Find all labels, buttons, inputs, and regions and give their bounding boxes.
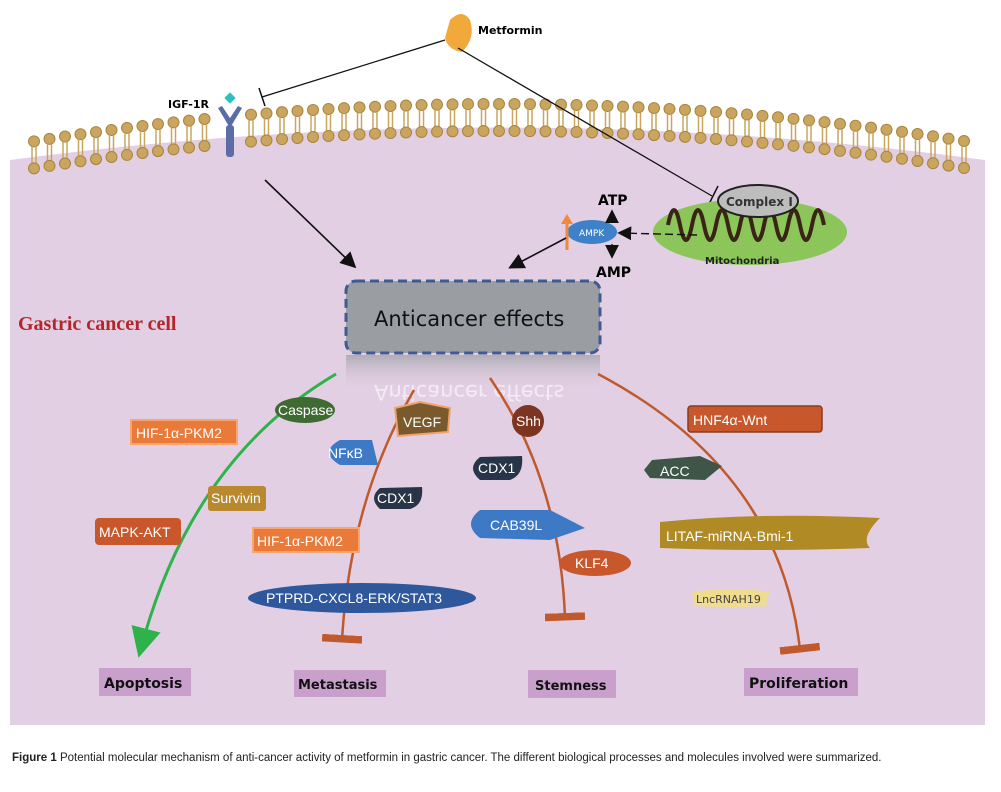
hif-pkm2-apoptosis-node xyxy=(130,419,238,445)
acc-node xyxy=(644,456,722,480)
nfkb-label: NFκB xyxy=(328,445,363,461)
hif-pkm2-metastasis-label: HIF-1α-PKM2 xyxy=(257,533,343,549)
igf1r-label: IGF-1R xyxy=(168,98,210,111)
mitochondria-label: Mitochondria xyxy=(705,256,779,267)
cell-body xyxy=(10,127,985,725)
hnf4a-wnt-node xyxy=(687,405,823,433)
shh-label: Shh xyxy=(516,413,541,429)
outcome-apoptosis: Apoptosis xyxy=(99,668,191,696)
svg-text:Proliferation: Proliferation xyxy=(749,676,848,692)
caption-text: Potential molecular mechanism of anti-ca… xyxy=(59,752,882,764)
cab39l-label: CAB39L xyxy=(490,517,542,533)
amp-label: AMP xyxy=(596,265,631,281)
cell-label: Gastric cancer cell xyxy=(18,313,177,335)
cab39l-node xyxy=(471,510,585,540)
anticancer-effects-box xyxy=(344,279,602,355)
caspase-label: Caspase xyxy=(278,402,333,418)
outcome-metastasis: Metastasis xyxy=(294,670,386,697)
metformin-icon xyxy=(445,14,472,52)
ampk-label: AMPK xyxy=(579,229,605,239)
lncrna-label: LncRNAH19 xyxy=(696,593,761,606)
shh-node xyxy=(512,405,544,437)
anticancer-reflection xyxy=(346,355,600,393)
cdx1-stemness-node xyxy=(473,456,523,480)
klf4-label: KLF4 xyxy=(575,555,609,571)
vegf-node xyxy=(393,400,452,438)
svg-text:Metastasis: Metastasis xyxy=(298,678,378,693)
stemness-inhibition xyxy=(488,377,586,622)
mapk-akt-label: MAPK-AKT xyxy=(99,524,171,540)
cell-membrane xyxy=(28,98,970,175)
mapk-akt-node xyxy=(95,518,181,545)
litaf-node xyxy=(660,515,880,550)
complex-i xyxy=(717,184,799,218)
figure-caption: Figure 1 Potential molecular mechanism o… xyxy=(12,752,882,764)
vegf-label: VEGF xyxy=(403,414,441,430)
metformin-diagram: Metformin IGF-1R Mitochondria Complex I … xyxy=(10,14,985,725)
atp-label: ATP xyxy=(598,193,628,209)
litaf-label: LITAF-miRNA-Bmi-1 xyxy=(666,528,794,544)
anticancer-reflection-text: Anticancer effects xyxy=(374,380,564,404)
proliferation-inhibition xyxy=(597,372,821,655)
outcome-stemness: Stemness xyxy=(528,670,616,698)
outcome-proliferation: Proliferation xyxy=(744,668,858,696)
cdx1-metastasis-node xyxy=(374,487,423,509)
svg-text:Stemness: Stemness xyxy=(535,679,607,694)
klf4-node xyxy=(559,550,631,576)
ampk-node xyxy=(567,220,617,244)
hnf4a-wnt-label: HNF4α-Wnt xyxy=(693,412,767,428)
hif-pkm2-apoptosis-label: HIF-1α-PKM2 xyxy=(136,425,222,441)
caspase-node xyxy=(275,397,335,423)
survivin-node xyxy=(208,486,266,511)
nfkb-node xyxy=(329,440,378,465)
survivin-label: Survivin xyxy=(211,490,261,506)
metformin-label: Metformin xyxy=(478,24,543,37)
upregulation-arrow-icon xyxy=(561,214,573,224)
lncrna-node xyxy=(692,589,770,607)
cdx1-stemness-label: CDX1 xyxy=(478,460,516,476)
hif-pkm2-metastasis-node xyxy=(252,527,360,553)
anticancer-effects-label: Anticancer effects xyxy=(374,307,564,331)
cdx1-metastasis-label: CDX1 xyxy=(377,490,415,506)
ptprd-node xyxy=(248,583,476,613)
svg-text:Apoptosis: Apoptosis xyxy=(104,676,182,692)
acc-label: ACC xyxy=(660,463,690,479)
ptprd-label: PTPRD-CXCL8-ERK/STAT3 xyxy=(266,590,442,606)
caption-label: Figure 1 xyxy=(12,752,57,764)
complex-i-label: Complex I xyxy=(726,195,793,209)
